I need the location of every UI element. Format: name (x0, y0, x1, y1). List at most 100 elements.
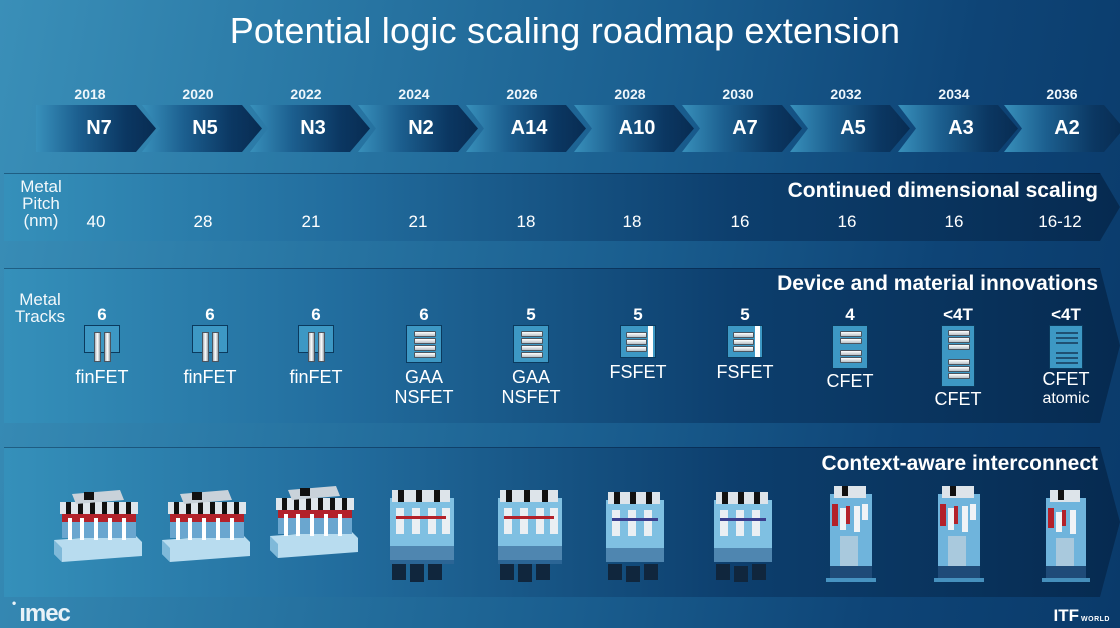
node-label: A3 (948, 117, 974, 139)
year-label: 2018 (74, 86, 106, 102)
track-count: <4T (1051, 305, 1081, 324)
cfet-atomic-icon (1049, 325, 1083, 369)
cfet-icon (832, 325, 868, 369)
year-label: 2034 (938, 86, 970, 102)
node-chevron: A10 (574, 105, 694, 152)
device-name: finFET (183, 367, 237, 387)
year-label: 2032 (830, 86, 862, 102)
device-cfet: <4T CFET (908, 305, 1008, 409)
nanosheet-3d-structure-icon (390, 490, 454, 582)
metal-tracks-label: Metal Tracks (4, 291, 76, 325)
finfet-icon (192, 325, 228, 362)
node-chevron: N7 (36, 105, 156, 152)
year-label: 2024 (398, 86, 430, 102)
track-count: 6 (419, 305, 429, 324)
device-gaa-nsfet: 6 GAA NSFET (374, 305, 474, 407)
node-chevron: A7 (682, 105, 802, 152)
year-row: 2018 2020 2022 2024 2026 2028 2030 2032 … (36, 86, 1120, 106)
nanosheet-3d-structure-icon (498, 490, 562, 582)
device-finfet: 6 finFET (52, 305, 152, 387)
cfet-3d-structure-icon (826, 486, 876, 582)
device-name: GAA NSFET (481, 367, 581, 407)
imec-logo: •ımec (12, 596, 71, 628)
finfet-3d-structure-icon (270, 486, 358, 558)
metal-pitch-band: Continued dimensional scaling Metal Pitc… (4, 173, 1120, 241)
forksheet-3d-structure-icon (606, 492, 664, 582)
device-name: finFET (75, 367, 129, 387)
nanosheet-icon (513, 325, 549, 363)
forksheet-3d-structure-icon (714, 492, 772, 582)
device-fsfet: 5 FSFET (588, 305, 688, 382)
finfet-icon (84, 325, 120, 362)
track-count: 4 (845, 305, 855, 324)
year-label: 2028 (614, 86, 646, 102)
device-name: finFET (289, 367, 343, 387)
node-chevron: A14 (466, 105, 586, 152)
logo-dot: • (12, 596, 16, 610)
pitch-value: 18 (516, 212, 536, 231)
device-cfet: 4 CFET (800, 305, 900, 391)
label-line: Pitch (22, 194, 60, 213)
pitch-value: 16 (730, 212, 750, 231)
label-line: Metal (20, 177, 62, 196)
node-chevron: N2 (358, 105, 478, 152)
device-finfet: 6 finFET (266, 305, 366, 387)
device-finfet: 6 finFET (160, 305, 260, 387)
pitch-value: 16 (837, 212, 857, 231)
node-chevron: N5 (142, 105, 262, 152)
track-count: 6 (97, 305, 107, 324)
pitch-value: 18 (622, 212, 642, 231)
pitch-value: 28 (193, 212, 213, 231)
pitch-value: 40 (86, 212, 106, 231)
track-count: 6 (205, 305, 215, 324)
track-count: 5 (526, 305, 536, 324)
device-name-line: CFET (1042, 369, 1090, 389)
node-label: N5 (192, 117, 218, 139)
itf-logo-text: ITF (1053, 606, 1080, 625)
year-label: 2020 (182, 86, 214, 102)
device-name-line: GAA (404, 367, 443, 387)
label-line: (nm) (23, 211, 59, 230)
cfet-3d-structure-icon (934, 486, 984, 582)
node-label: N7 (86, 117, 112, 139)
device-name-line: GAA (511, 367, 550, 387)
track-count: 6 (311, 305, 321, 324)
interconnect-band: Context-aware interconnect (4, 447, 1120, 597)
finfet-3d-structure-icon (54, 490, 142, 562)
device-innovations-band: Device and material innovations Metal Tr… (4, 268, 1120, 423)
node-chevron: N3 (250, 105, 370, 152)
device-name-line: atomic (1042, 390, 1090, 407)
device-name-line: NSFET (394, 387, 454, 407)
node-timeline: N7 N5 N3 N2 A14 A10 A7 A5 A3 A2 (36, 105, 1120, 152)
cfet-3d-structure-icon (1042, 490, 1090, 582)
node-label: A5 (840, 117, 866, 139)
device-name: CFET atomic (1016, 369, 1116, 409)
node-label: A10 (618, 117, 656, 139)
year-label: 2036 (1046, 86, 1078, 102)
finfet-icon (298, 325, 334, 362)
device-fsfet: 5 FSFET (695, 305, 795, 382)
slide-title: Potential logic scaling roadmap extensio… (229, 10, 901, 51)
label-line: Tracks (14, 307, 66, 326)
node-label: A7 (732, 117, 758, 139)
device-name: CFET (826, 371, 874, 391)
track-count: 5 (633, 305, 643, 324)
year-label: 2026 (506, 86, 538, 102)
track-count: 5 (740, 305, 750, 324)
pitch-value: 21 (301, 212, 321, 231)
device-name: FSFET (716, 362, 774, 382)
device-gaa-nsfet: 5 GAA NSFET (481, 305, 581, 407)
label-line: Metal (19, 290, 61, 309)
device-name: FSFET (609, 362, 667, 382)
node-label: A14 (510, 117, 548, 139)
finfet-3d-structure-icon (162, 490, 250, 562)
node-label: N2 (408, 117, 434, 139)
band-heading: Context-aware interconnect (821, 452, 1098, 475)
pitch-value: 16 (944, 212, 964, 231)
node-label: N3 (300, 117, 326, 139)
itf-logo-subtext: WORLD (1081, 616, 1110, 623)
band-heading: Device and material innovations (777, 272, 1098, 295)
node-chevron: A2 (1004, 105, 1120, 152)
forksheet-icon (727, 325, 763, 358)
nanosheet-icon (406, 325, 442, 363)
